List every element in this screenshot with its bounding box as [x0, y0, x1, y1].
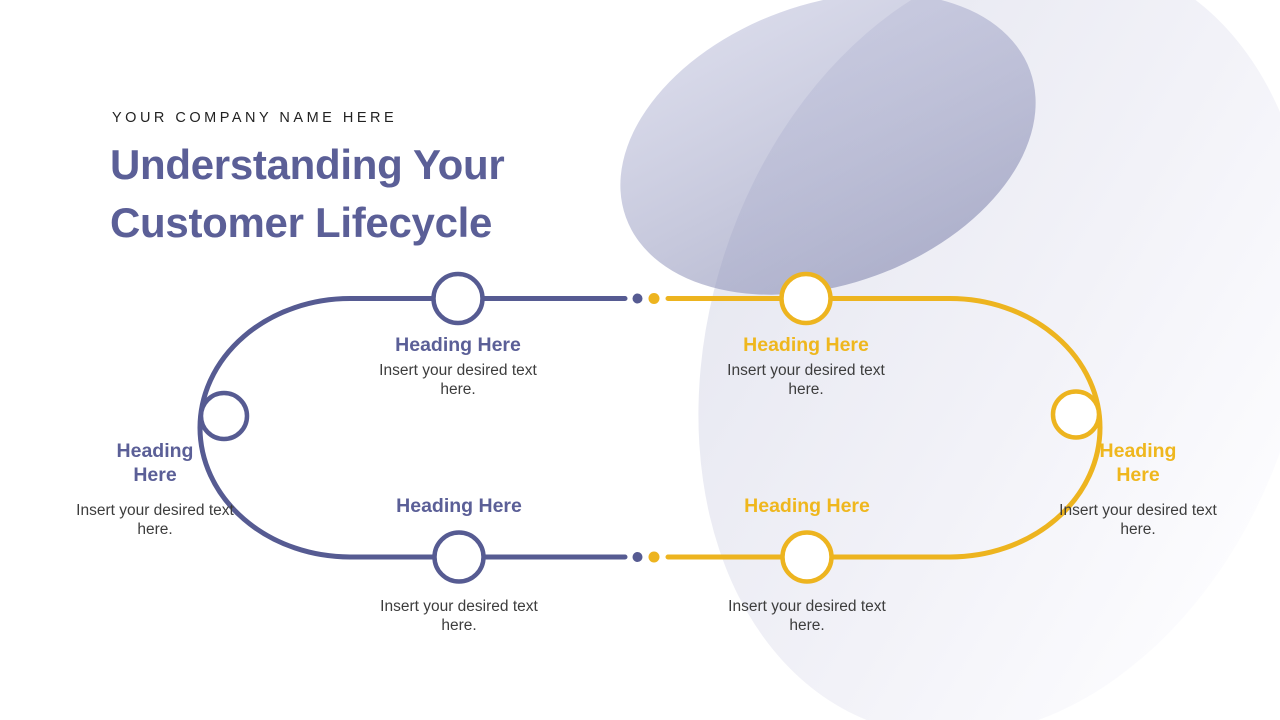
stage-body-right: Insert your desired text here. — [1059, 502, 1217, 539]
node-circle-right — [1050, 389, 1102, 440]
divider-dot-purple-bottom — [632, 552, 643, 562]
stage-heading-top-left: Heading Here — [395, 334, 521, 356]
stage-heading-bottom-right: Heading Here — [744, 495, 870, 517]
divider-dot-yellow-top — [648, 293, 660, 304]
stage-body-top-right: Insert your desired text here. — [727, 362, 885, 399]
stage-heading-left: Heading Here — [116, 440, 194, 486]
node-circle-top-right — [779, 271, 833, 326]
stage-body-bottom-left: Insert your desired text here. — [380, 598, 538, 635]
loop-left-half-purple — [197, 296, 628, 560]
stage-body-top-left: Insert your desired text here. — [379, 362, 537, 399]
stage-body-left: Insert your desired text here. — [76, 502, 234, 539]
stage-heading-top-right: Heading Here — [743, 334, 869, 356]
background-ellipse-shape — [620, 0, 1036, 295]
node-circle-bottom-left — [432, 530, 486, 584]
node-circle-bottom-right — [780, 530, 834, 584]
divider-dot-purple-top — [632, 293, 643, 304]
slide-title: Understanding Your Customer Lifecycle — [110, 141, 505, 246]
node-circle-left — [198, 390, 250, 442]
stage-heading-right: Heading Here — [1099, 440, 1177, 486]
company-name-label: YOUR COMPANY NAME HERE — [112, 110, 398, 126]
node-circle-top-left — [431, 271, 485, 326]
loop-right-half-yellow — [665, 296, 1103, 560]
divider-dot-yellow-bottom — [648, 551, 660, 563]
stage-heading-bottom-left: Heading Here — [396, 495, 522, 517]
stage-body-bottom-right: Insert your desired text here. — [728, 598, 886, 635]
